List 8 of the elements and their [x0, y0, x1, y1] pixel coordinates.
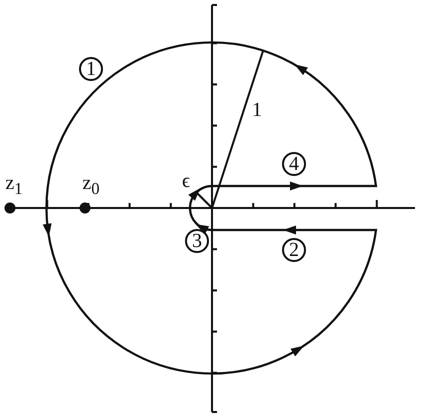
- radius-label: 1: [252, 100, 262, 120]
- callout-number: 4: [282, 152, 306, 176]
- math-label: z$_{0}$: [82, 173, 100, 199]
- math-label: z$_{1}$: [5, 173, 23, 199]
- callout-number: 3: [185, 229, 209, 253]
- math-label: ϵ: [182, 171, 190, 191]
- callout-number: 1: [79, 57, 103, 81]
- callout-number: 2: [282, 238, 306, 262]
